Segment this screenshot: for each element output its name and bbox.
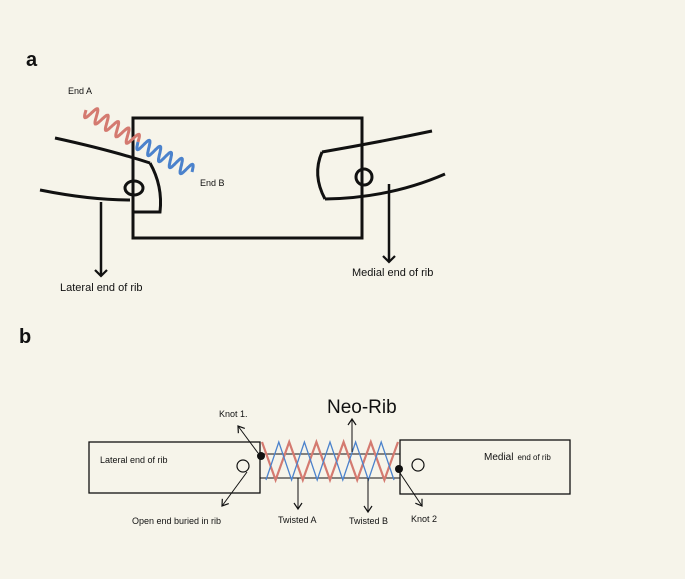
panel-a-letter: a [26, 49, 38, 71]
lateral-rib-lower-edge [39, 188, 131, 202]
knot2-arrow [399, 472, 423, 507]
medial-rib-end [316, 151, 327, 200]
medial-rib-box [399, 439, 571, 495]
twisted-a-label: Twisted A [278, 515, 317, 525]
twisted-strand-a [260, 438, 400, 484]
medial-box-hole [411, 458, 425, 472]
medial-box-word: Medial [484, 452, 513, 463]
lateral-rib-end [133, 162, 162, 214]
knot2-label: Knot 2 [411, 514, 437, 524]
panel-b-letter: b [19, 326, 31, 348]
twisted-strand-b [265, 439, 395, 483]
medial-end-label: Medial end of rib [352, 267, 433, 279]
medial-rib-hole [354, 167, 374, 187]
lateral-rib-upper-edge [54, 136, 151, 165]
wire-end-a [83, 107, 141, 145]
implant-block [131, 116, 364, 240]
neo-rib-label: Neo-Rib [327, 397, 397, 418]
panel-b: b Neo-Rib Lateral end of rib Medial end o… [19, 326, 571, 526]
lateral-end-label: Lateral end of rib [60, 282, 143, 294]
knot1-label: Knot 1. [219, 409, 248, 419]
end-a-label: End A [68, 86, 92, 96]
open-end-label: Open end buried in rib [132, 516, 221, 526]
knot-1 [257, 452, 265, 460]
knot-2 [395, 465, 403, 473]
medial-rib-lower-edge [324, 172, 446, 201]
lateral-box-hole [236, 459, 250, 473]
medial-rib-upper-edge [321, 129, 433, 154]
lateral-box-label: Lateral end of rib [100, 455, 168, 465]
panel-a: a End A End B Lateral end of rib Medial … [26, 49, 446, 294]
knot1-arrow [237, 425, 259, 454]
wire-end-b [135, 138, 195, 176]
medial-rest: end of rib [384, 267, 433, 279]
end-b-label: End B [200, 178, 225, 188]
lateral-rib-hole [123, 179, 145, 197]
medial-box-label: Medial end of rib [484, 452, 551, 463]
open-end-arrow [221, 471, 248, 507]
twisted-b-label: Twisted B [349, 516, 388, 526]
lateral-rib-box [88, 441, 261, 494]
medial-box-rest: end of rib [517, 453, 551, 462]
medial-word: Medial [352, 267, 384, 279]
